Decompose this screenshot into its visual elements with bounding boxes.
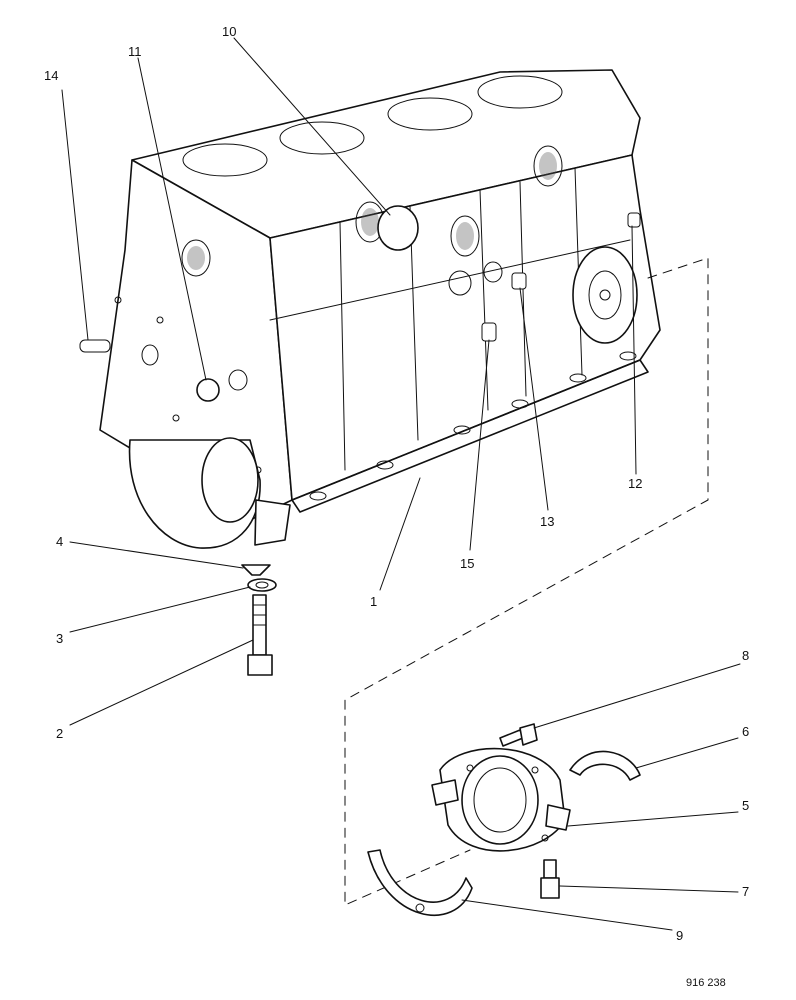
callout-15: 15 (460, 556, 474, 571)
rear-seal-housing (367, 723, 641, 916)
callout-1: 1 (370, 594, 377, 609)
callout-14: 14 (44, 68, 58, 83)
engine-block (79, 69, 661, 549)
callout-7: 7 (742, 884, 749, 899)
figure-reference-number: 916 238 (686, 977, 726, 989)
callout-10: 10 (222, 24, 236, 39)
callout-3: 3 (56, 631, 63, 646)
callout-labels: 1 2 3 4 5 6 7 8 9 10 11 12 13 14 15 916 … (44, 24, 749, 989)
callout-12: 12 (628, 476, 642, 491)
main-bearing-bolt (241, 564, 277, 676)
washer-part-3 (247, 578, 277, 592)
callout-2: 2 (56, 726, 63, 741)
assembly-boundary-dashed (344, 257, 709, 906)
callout-4: 4 (56, 534, 63, 549)
callout-11: 11 (128, 44, 142, 59)
leader-lines (61, 37, 741, 931)
plate-part-4 (241, 564, 271, 576)
callout-5: 5 (742, 798, 749, 813)
callout-13: 13 (540, 514, 554, 529)
callout-9: 9 (676, 928, 683, 943)
callout-6: 6 (742, 724, 749, 739)
callout-8: 8 (742, 648, 749, 663)
